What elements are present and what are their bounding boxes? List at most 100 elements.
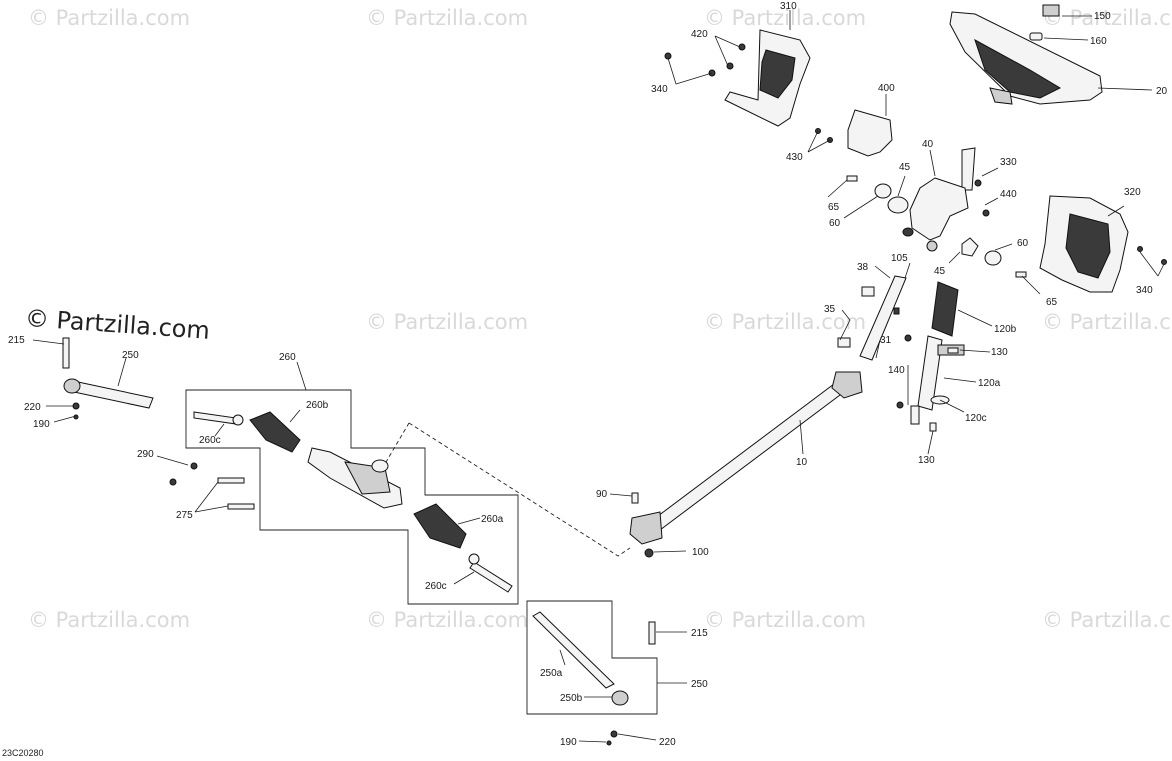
watermark: © Partzilla.com	[28, 608, 191, 632]
callout-label: 340	[651, 84, 668, 95]
screw-part[interactable]	[726, 62, 734, 70]
watermark: © Partzilla.com	[704, 6, 867, 30]
rack-assembly-part[interactable]	[307, 447, 403, 509]
callout-label: 340	[1136, 285, 1153, 296]
watermark: © Partzilla.com	[1042, 608, 1172, 632]
callout-label: 40	[922, 139, 934, 150]
nut-part[interactable]	[644, 548, 654, 558]
callout-label: 150	[1094, 11, 1111, 22]
callout-label: 65	[828, 202, 840, 213]
watermark: © Partzilla.com	[366, 608, 529, 632]
watermark: © Partzilla.com	[366, 310, 529, 334]
steering-shaft-upper-part[interactable]	[837, 275, 907, 361]
bolt-part[interactable]	[1015, 271, 1027, 278]
callout-label: 250a	[540, 668, 563, 679]
callout-label: 215	[691, 628, 708, 639]
screw-part[interactable]	[974, 179, 982, 187]
rack-to-shaft-connection	[385, 422, 631, 557]
upper-cover-part[interactable]	[724, 29, 811, 127]
steering-wheel-part[interactable]	[949, 11, 1103, 105]
tie-rod-part[interactable]	[62, 337, 154, 409]
inner-tie-rod-part[interactable]	[193, 411, 244, 426]
callout-labels: 310 420 340 150 160 20 400 430 40 330 45…	[8, 1, 1168, 748]
callout-label: 160	[1090, 36, 1107, 47]
leader-lines	[32, 10, 1165, 743]
callout-label: 130	[918, 455, 935, 466]
rack-boot-part[interactable]	[413, 503, 467, 549]
rack-group-outline	[185, 389, 519, 605]
callout-label: 260c	[199, 435, 221, 446]
tie-rod-group-outline	[526, 600, 658, 715]
callout-label: 215	[8, 335, 25, 346]
callout-label: 310	[780, 1, 797, 12]
callout-label: 430	[786, 152, 803, 163]
clip-part[interactable]	[1042, 4, 1060, 17]
screw-part[interactable]	[896, 401, 904, 409]
callout-label: 250b	[560, 693, 583, 704]
callout-label: 120a	[978, 378, 1001, 389]
bolt-part[interactable]	[929, 422, 937, 432]
bolt-part[interactable]	[648, 621, 656, 645]
bolt-part[interactable]	[846, 175, 858, 182]
column-support-part[interactable]	[874, 147, 1002, 266]
cotter-pin-part[interactable]	[73, 414, 79, 420]
nut-part[interactable]	[982, 209, 990, 217]
callout-label: 260	[279, 352, 296, 363]
rack-boot-part[interactable]	[249, 411, 301, 453]
bracket-part[interactable]	[847, 109, 893, 157]
screw-part[interactable]	[1161, 259, 1167, 265]
bolt-part[interactable]	[227, 503, 255, 510]
callout-label: 120c	[965, 413, 987, 424]
nut-part[interactable]	[610, 730, 618, 738]
callout-label: 38	[857, 262, 869, 273]
screw-part[interactable]	[1137, 246, 1143, 252]
callout-label: 260b	[306, 400, 329, 411]
bolt-part[interactable]	[217, 477, 245, 484]
callout-label: 45	[934, 266, 946, 277]
bolt-part[interactable]	[631, 492, 639, 504]
watermark: © Partzilla.com	[1042, 6, 1172, 30]
cotter-pin-part[interactable]	[606, 740, 612, 746]
nut-part[interactable]	[1029, 32, 1043, 41]
callout-label: 20	[1156, 86, 1168, 97]
callout-label: 420	[691, 29, 708, 40]
callout-label: 220	[659, 737, 676, 748]
nut-part[interactable]	[190, 462, 198, 470]
callout-label: 320	[1124, 187, 1141, 198]
callout-label: 190	[560, 737, 577, 748]
callout-label: 90	[596, 489, 608, 500]
bolt-part[interactable]	[947, 347, 959, 354]
tie-rod-part[interactable]	[532, 611, 629, 706]
callout-label: 250	[122, 350, 139, 361]
callout-label: 10	[796, 457, 808, 468]
watermark: © Partzilla.com	[704, 608, 867, 632]
callout-label: 290	[137, 449, 154, 460]
callout-label: 120b	[994, 324, 1017, 335]
callout-label: 31	[880, 335, 892, 346]
callout-label: 130	[991, 347, 1008, 358]
callout-label: 250	[691, 679, 708, 690]
screw-part[interactable]	[738, 43, 746, 51]
diagram-code: 23C20280	[2, 748, 44, 758]
callout-label: 60	[1017, 238, 1029, 249]
callout-label: 65	[1046, 297, 1058, 308]
callout-label: 105	[891, 253, 908, 264]
callout-label: 400	[878, 83, 895, 94]
watermark: © Partzilla.com	[28, 6, 191, 30]
watermark: © Partzilla.com	[704, 310, 867, 334]
callout-label: 260a	[481, 514, 504, 525]
inner-tie-rod-part[interactable]	[468, 553, 513, 593]
callout-label: 140	[888, 365, 905, 376]
side-cover-part[interactable]	[1039, 195, 1129, 293]
watermark: © Partzilla.com	[1042, 310, 1172, 334]
nut-part[interactable]	[169, 478, 177, 486]
callout-label: 330	[1000, 157, 1017, 168]
intermediate-shaft-part[interactable]	[629, 371, 863, 545]
watermark: © Partzilla.com	[366, 6, 529, 30]
callout-label: 100	[692, 547, 709, 558]
callout-label: 60	[829, 218, 841, 229]
callout-label: 45	[899, 162, 911, 173]
callout-label: 220	[24, 402, 41, 413]
callout-label: 260c	[425, 581, 447, 592]
